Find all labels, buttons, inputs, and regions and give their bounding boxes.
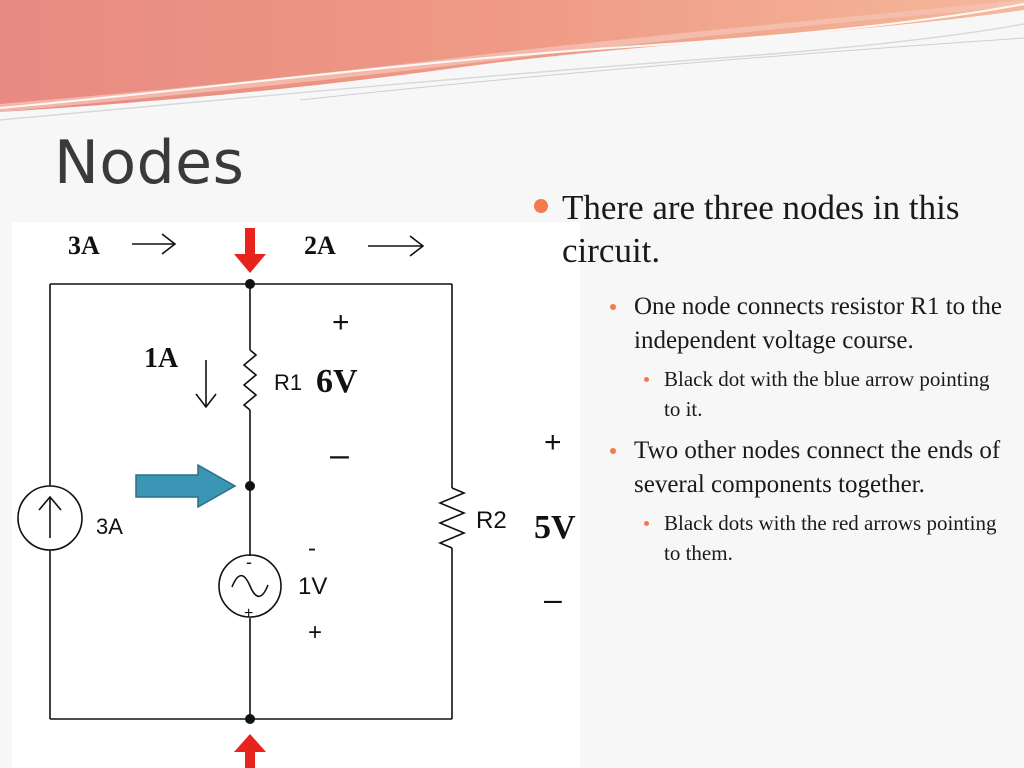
bullet-item: Black dot with the blue arrow pointing t… <box>644 364 1010 424</box>
bullet-item: Black dots with the red arrows pointing … <box>644 508 1010 568</box>
bullet-dot-icon <box>610 304 616 310</box>
r2-minus-sign: – <box>544 581 562 617</box>
blue-arrow-icon <box>135 463 237 509</box>
r1-minus-sign: – <box>330 436 349 474</box>
current-label-top-right: 2A <box>304 231 336 260</box>
current-label-top-left: 3A <box>68 231 100 260</box>
resistor-r2 <box>437 487 467 549</box>
vs-minus-inner: - <box>246 552 252 572</box>
current-arrow-top-left <box>132 233 177 255</box>
slide-title: Nodes <box>54 128 245 198</box>
current-source <box>17 485 83 551</box>
bullet-text: One node connects resistor R1 to the ind… <box>634 293 1002 354</box>
header-banner <box>0 0 1024 121</box>
bullet-item: Two other nodes connect the ends of seve… <box>602 434 1010 502</box>
node-bottom <box>245 714 255 724</box>
current-label-r1: 1A <box>144 343 179 374</box>
voltage-source <box>218 554 282 618</box>
node-top <box>245 279 255 289</box>
r2-plus-sign: + <box>544 426 562 459</box>
r2-label: R2 <box>476 507 507 534</box>
bullet-dot-icon <box>644 521 649 526</box>
bullet-item: There are three nodes in this circuit. <box>530 186 1010 272</box>
bullet-list: There are three nodes in this circuit. O… <box>530 186 1010 578</box>
bullet-dot-icon <box>610 448 616 454</box>
bullet-item: One node connects resistor R1 to the ind… <box>602 290 1010 358</box>
red-arrow-bottom-icon <box>234 734 266 768</box>
current-source-label: 3A <box>96 514 123 539</box>
bullet-dot-icon <box>534 199 548 213</box>
bullet-dot-icon <box>644 377 649 382</box>
r1-plus-sign: + <box>332 306 350 339</box>
red-arrow-top-icon <box>234 228 266 273</box>
current-arrow-r1 <box>195 360 217 409</box>
r1-voltage-label: 6V <box>316 363 358 400</box>
bullet-text: Black dots with the red arrows pointing … <box>664 511 997 565</box>
r2-voltage-label: 5V <box>534 509 576 546</box>
bullet-text: There are three nodes in this circuit. <box>562 188 960 270</box>
vs-plus-inner: + <box>244 605 253 622</box>
vs-plus-outer: + <box>308 619 322 646</box>
bullet-text: Two other nodes connect the ends of seve… <box>634 437 1001 498</box>
current-arrow-top-right <box>368 235 425 257</box>
bullet-text: Black dot with the blue arrow pointing t… <box>664 367 990 421</box>
r1-label: R1 <box>274 370 302 395</box>
voltage-source-label: 1V <box>298 573 327 600</box>
vs-minus-outer: - <box>308 535 316 562</box>
circuit-diagram: 3A 2A + 1A R1 6V – 3A R2 - + - 1V + + 5V… <box>12 222 580 768</box>
node-middle <box>245 481 255 491</box>
resistor-r1 <box>242 349 258 411</box>
